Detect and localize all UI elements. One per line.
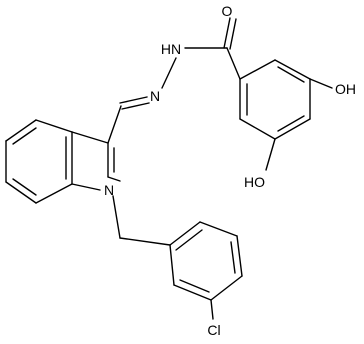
ring3-b4	[210, 275, 243, 301]
ring3-b5	[173, 284, 212, 301]
bond-c-o-double-1	[223, 17, 231, 49]
atom-label-indole-n: N	[104, 182, 114, 198]
ring3-b1-inner	[175, 229, 203, 251]
bond-ch-c3	[107, 105, 122, 144]
atom-label-chloro: Cl	[207, 322, 220, 338]
atom-label-hydroxyl-top: OH	[335, 81, 356, 97]
indole-c4-c5	[5, 119, 37, 142]
indole-c3a-c4	[35, 119, 73, 133]
bonds	[5, 17, 333, 320]
bond-c-ring	[226, 47, 241, 80]
ring3-b1	[169, 221, 201, 246]
ring1-b2	[274, 59, 311, 80]
indole-c7-c7a	[35, 183, 73, 204]
indole-c6-c7-inner	[12, 178, 37, 196]
bond-ch2-ring	[119, 237, 171, 246]
bond-ring-cl	[210, 299, 214, 320]
ring3-b6	[169, 244, 175, 286]
ring1-b5	[239, 118, 276, 140]
ring1-b1	[239, 59, 276, 80]
atom-labels: O HN N N OH HO Cl	[104, 3, 356, 338]
indole-c4-c5-inner	[12, 127, 37, 145]
atom-label-hydrazide-nh: HN	[161, 41, 181, 57]
bond-n-ch-double-2	[121, 102, 150, 110]
bond-ring-oh-top	[309, 78, 333, 89]
bond-n-ch-double-1	[119, 96, 148, 104]
bond-n-ch2	[112, 195, 121, 239]
bond-ring-oh-bottom	[265, 138, 276, 171]
bond-nh-n	[161, 57, 177, 89]
atom-label-imine-n: N	[150, 88, 160, 104]
ring1-b4	[274, 118, 311, 140]
atom-label-carbonyl-o: O	[222, 3, 233, 19]
indole-n1-c7a	[71, 183, 101, 191]
ring3-b3-inner	[230, 241, 236, 274]
indole-c6-c7	[5, 181, 37, 204]
ring1-b2-inner	[277, 66, 305, 83]
ring3-b2	[199, 221, 238, 237]
ring3-b3	[236, 235, 243, 277]
ring1-b4-inner	[277, 115, 305, 132]
indole-c3-c3a	[71, 131, 109, 144]
bond-c-o-double-2	[229, 18, 237, 50]
indole-c2-n1	[107, 176, 121, 182]
atom-label-hydroxyl-bottom: HO	[244, 174, 265, 190]
ring3-b5-inner	[179, 279, 210, 293]
